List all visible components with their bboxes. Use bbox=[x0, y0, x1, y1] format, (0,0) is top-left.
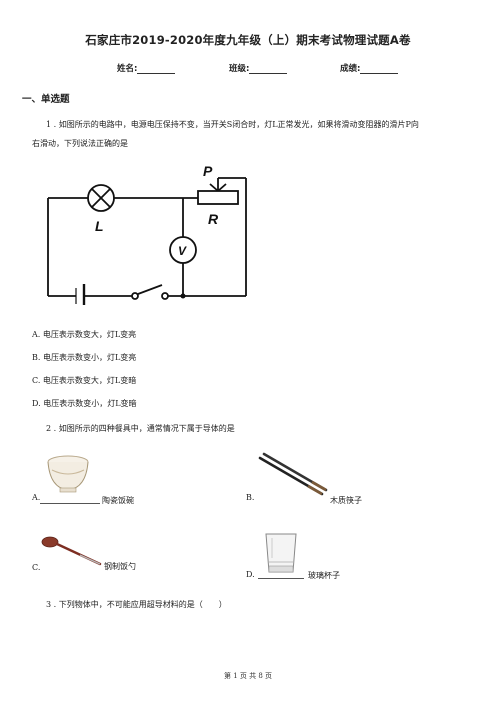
q1-option-d[interactable]: D. 电压表示数变小，灯L变暗 bbox=[32, 399, 137, 408]
class-label: 班级: bbox=[229, 64, 250, 74]
score-label: 成绩: bbox=[340, 64, 361, 74]
name-blank bbox=[137, 64, 176, 74]
rheostat-icon bbox=[197, 190, 239, 205]
spoon-icon bbox=[41, 536, 102, 566]
label-L: L bbox=[95, 218, 104, 234]
class-field: 班级: bbox=[229, 62, 288, 74]
class-blank bbox=[249, 64, 288, 74]
q2-option-a-letter[interactable]: A. bbox=[32, 493, 41, 502]
section-heading: 一、单选题 bbox=[22, 94, 70, 105]
q1-option-b[interactable]: B. 电压表示数变小，灯L变亮 bbox=[32, 353, 137, 362]
q2-option-a-label: 陶瓷饭碗 bbox=[102, 496, 134, 505]
score-blank bbox=[360, 64, 399, 74]
q2-option-d-label: 玻璃杯子 bbox=[308, 571, 340, 580]
label-V: V bbox=[178, 244, 187, 258]
q1-option-c[interactable]: C. 电压表示数变大，灯L变暗 bbox=[32, 376, 137, 385]
q2-option-b-label: 木质筷子 bbox=[330, 496, 362, 505]
q2-option-b-image bbox=[256, 450, 328, 502]
q2-option-d-image bbox=[258, 528, 304, 579]
question-2: 2 . 如图所示的四种餐具中，通常情况下属于导体的是 bbox=[46, 424, 235, 433]
q2-option-c-label: 钢制饭勺 bbox=[104, 562, 136, 571]
page-title: 石家庄市2019-2020年度九年级（上）期末考试物理试题A卷 bbox=[85, 33, 411, 47]
question-1-line1: 1 . 如图所示的电路中，电源电压保持不变，当开关S闭合时，灯L正常发光，如果将… bbox=[46, 120, 419, 129]
q2-option-c-image bbox=[40, 530, 104, 572]
page-footer: 第 1 页 共 8 页 bbox=[223, 672, 273, 680]
name-label: 姓名: bbox=[117, 64, 138, 74]
label-R: R bbox=[208, 211, 219, 227]
name-field: 姓名: bbox=[117, 62, 176, 74]
question-1-line2: 右滑动，下列说法正确的是 bbox=[32, 139, 128, 148]
q2-option-a-image bbox=[40, 448, 100, 504]
q2-option-c-letter[interactable]: C. bbox=[32, 563, 41, 572]
glass-icon bbox=[265, 533, 297, 573]
q2-option-b-letter[interactable]: B. bbox=[246, 493, 255, 502]
bowl-icon bbox=[47, 455, 89, 493]
q1-option-a[interactable]: A. 电压表示数变大，灯L变亮 bbox=[32, 330, 137, 339]
chopsticks-icon bbox=[258, 452, 328, 496]
q2-option-d-letter[interactable]: D. bbox=[246, 570, 255, 579]
label-S: S bbox=[142, 303, 151, 305]
question-3: 3 . 下列物体中，不可能应用超导材料的是（ ） bbox=[46, 600, 227, 609]
circuit-diagram: P R L V S bbox=[47, 163, 247, 305]
score-field: 成绩: bbox=[340, 62, 399, 74]
label-P: P bbox=[203, 163, 213, 179]
